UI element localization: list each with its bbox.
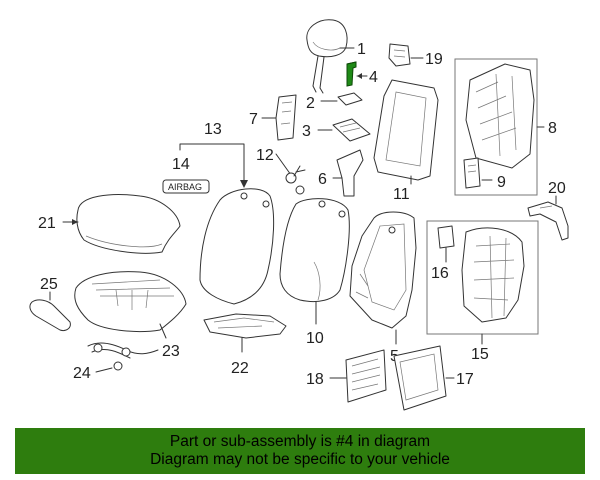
part-11-backrest-panel: 11 xyxy=(373,79,439,203)
callout-8: 8 xyxy=(548,120,557,137)
callout-10: 10 xyxy=(306,330,324,347)
part-23-cushion-pad: 23 xyxy=(74,271,187,360)
part-20-trim-strip: 20 xyxy=(527,180,569,241)
airbag-label: AIRBAG xyxy=(168,182,202,192)
part-6-bracket: 6 xyxy=(318,149,364,197)
callout-17: 17 xyxy=(456,371,474,388)
part-8-backrest-frame-module: 9 8 xyxy=(454,58,557,196)
callout-7: 7 xyxy=(249,111,258,128)
airbag-label-tag xyxy=(162,179,210,194)
callout-22: 22 xyxy=(231,360,249,377)
callout-21: 21 xyxy=(38,215,56,232)
callout-12: 12 xyxy=(256,147,274,164)
part-21-cushion-cover: 21 xyxy=(38,194,181,254)
callout-1: 1 xyxy=(357,41,366,58)
callout-18: 18 xyxy=(306,371,324,388)
callout-9: 9 xyxy=(497,174,506,191)
part-12-clip: 12 xyxy=(256,147,306,195)
callout-23: 23 xyxy=(162,343,180,360)
part-10-backrest-pad: 10 xyxy=(279,198,350,347)
callout-15: 15 xyxy=(471,346,489,363)
callout-24: 24 xyxy=(73,365,91,382)
callout-25: 25 xyxy=(40,276,58,293)
part-3-trim-panel: 3 xyxy=(302,118,371,142)
callout-20: 20 xyxy=(548,180,566,197)
exploded-seat-diagram: 1 4 19 2 3 7 11 xyxy=(29,19,569,411)
part-1-headrest: 1 xyxy=(306,19,366,94)
banner-line-1: Part or sub-assembly is #4 in diagram xyxy=(169,433,431,450)
part-22-heater-mat: 22 xyxy=(203,313,287,377)
callout-11: 11 xyxy=(393,186,410,203)
callout-14: 14 xyxy=(172,156,190,173)
part-17-back-panel: 17 xyxy=(393,345,474,411)
part-15-backrest-module: 16 15 xyxy=(426,220,539,363)
callout-13: 13 xyxy=(204,121,222,138)
part-13-backrest-cover xyxy=(199,188,275,305)
callout-4: 4 xyxy=(369,69,378,86)
callout-16: 16 xyxy=(431,265,449,282)
callout-3: 3 xyxy=(302,123,311,140)
callout-6: 6 xyxy=(318,171,327,188)
part-4-headrest-guide: 4 xyxy=(346,61,378,87)
info-banner: Part or sub-assembly is #4 in diagram Di… xyxy=(15,428,585,474)
callout-19: 19 xyxy=(425,51,443,68)
part-24-wiring-harness: 24 xyxy=(73,342,159,382)
banner-line-2: Diagram may not be specific to your vehi… xyxy=(150,451,450,468)
part-2-trim-piece: 2 xyxy=(306,92,363,112)
part-18-panel: 18 xyxy=(306,349,387,403)
part-7-bracket: 7 xyxy=(249,94,297,141)
part-19-clip: 19 xyxy=(388,43,443,68)
part-25-trim-cover: 25 xyxy=(29,276,71,331)
part-5-seatback-frame: 5 xyxy=(349,211,417,365)
part-13-14-group: 13 14 AIRBAG xyxy=(162,121,248,194)
callout-2: 2 xyxy=(306,95,315,112)
